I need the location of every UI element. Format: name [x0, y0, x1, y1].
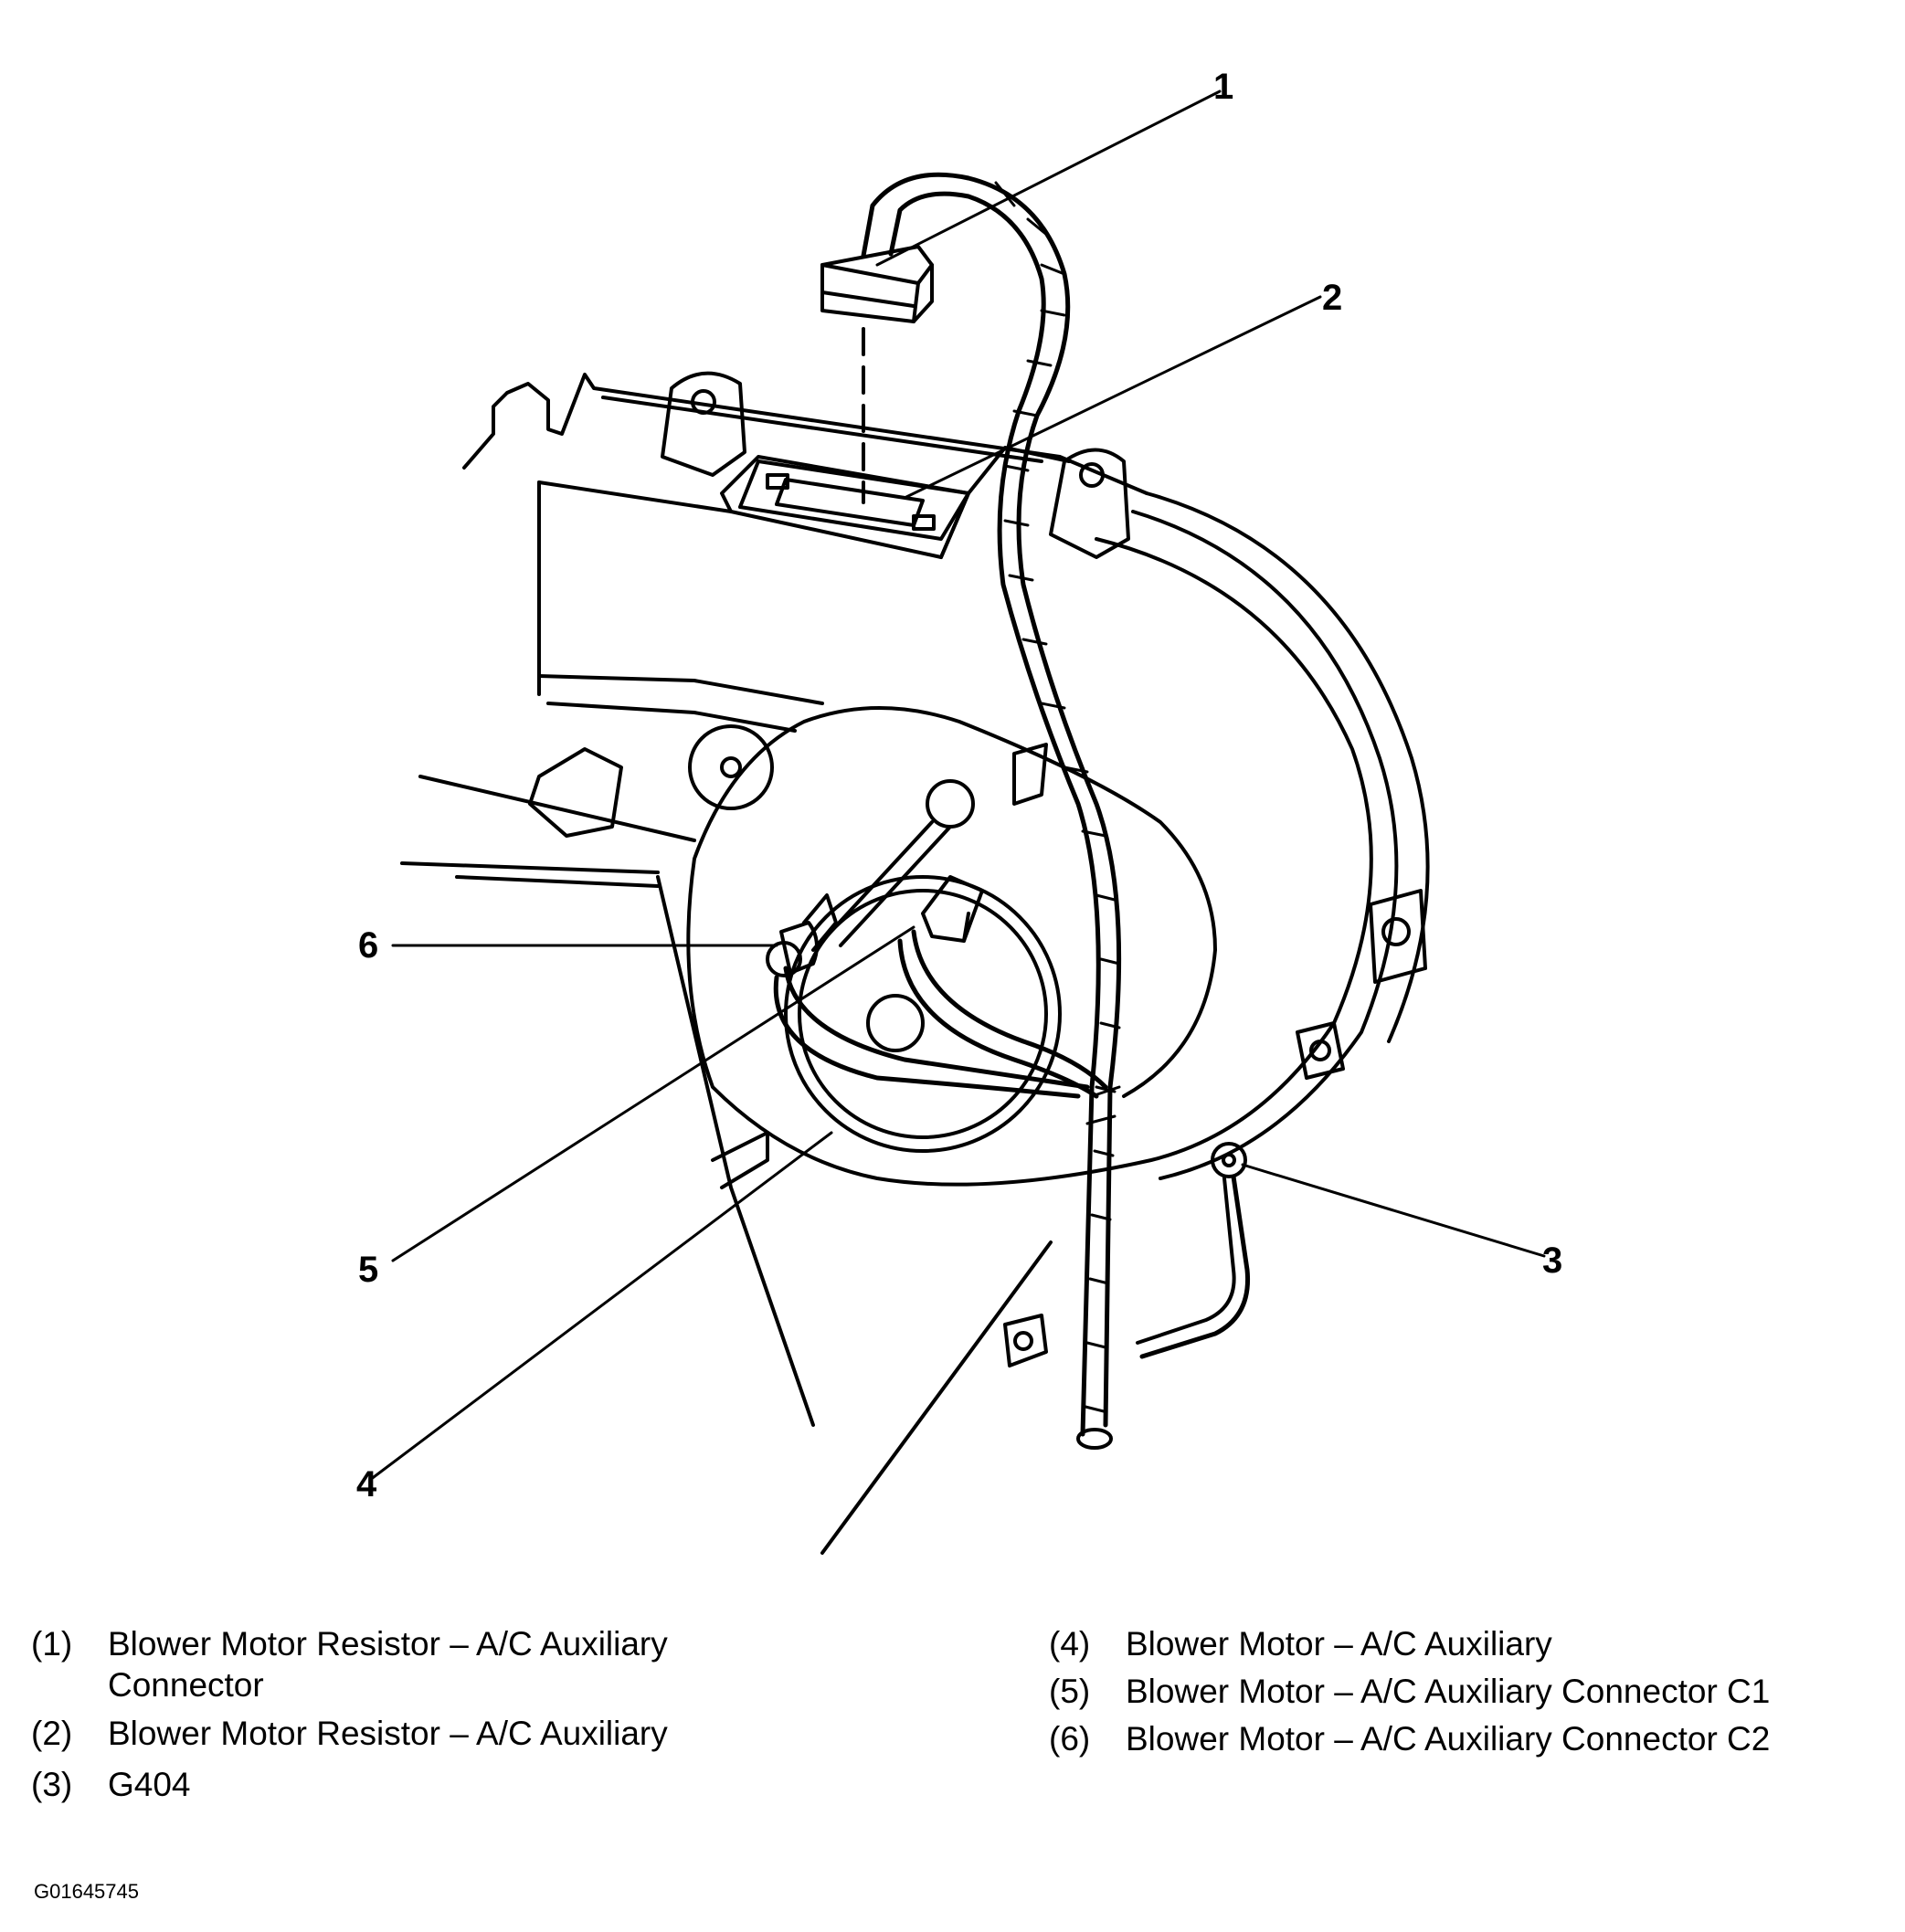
connector-c1 — [897, 875, 1108, 1099]
legend-number: (6) — [1049, 1720, 1091, 1758]
legend-number: (3) — [31, 1766, 73, 1803]
leader-line-5 — [391, 925, 915, 1262]
legend-text: Blower Motor Resistor – A/C Auxiliary — [108, 1715, 668, 1752]
legend-item-1: (1) Blower Motor Resistor – A/C Auxiliar… — [31, 1624, 990, 1716]
lower-flange-tab — [1296, 1021, 1345, 1080]
legend-text: Blower Motor Resistor – A/C Auxiliary — [108, 1625, 668, 1663]
legend-text: Blower Motor – A/C Auxiliary Connector C… — [1126, 1673, 1771, 1710]
harness-wrap — [994, 181, 1121, 1413]
connector-c2 — [766, 893, 1090, 1099]
plenum-housing — [462, 373, 1148, 733]
legend-item-4: (4) Blower Motor – A/C Auxiliary — [1049, 1624, 1899, 1666]
legend-text-continued: Connector — [108, 1666, 264, 1704]
leader-lines — [368, 90, 1546, 1482]
blower-motor-illustration — [368, 90, 1546, 1555]
callout-5: 5 — [358, 1250, 379, 1290]
blower-scroll-housing — [686, 491, 1430, 1187]
leader-line-4 — [368, 1131, 833, 1482]
callout-1: 1 — [1213, 67, 1234, 107]
harness-end — [1076, 1085, 1121, 1450]
side-flange — [1369, 889, 1427, 984]
legend-item-5: (5) Blower Motor – A/C Auxiliary Connect… — [1049, 1672, 1899, 1714]
callout-4: 4 — [356, 1464, 377, 1504]
lower-housing — [656, 875, 1053, 1555]
mounting-tab-right — [1049, 448, 1130, 559]
legend-number: (5) — [1049, 1673, 1091, 1710]
mounting-tab-left — [661, 371, 746, 477]
legend-item-3: (3) G404 — [31, 1765, 990, 1807]
callout-3: 3 — [1542, 1240, 1563, 1281]
pivot-linkage — [400, 724, 774, 888]
resistor-connector — [820, 172, 1122, 1437]
legend-number: (1) — [31, 1625, 73, 1663]
blower-motor — [784, 743, 1062, 1153]
legend-text: Blower Motor – A/C Auxiliary — [1126, 1625, 1552, 1663]
resistor-mount-pad — [738, 459, 970, 541]
legend-item-2: (2) Blower Motor Resistor – A/C Auxiliar… — [31, 1714, 990, 1756]
legend-number: (2) — [31, 1715, 73, 1752]
callout-2: 2 — [1322, 278, 1343, 318]
legend-text: Blower Motor – A/C Auxiliary Connector C… — [1126, 1720, 1771, 1758]
legend-text: G404 — [108, 1766, 191, 1803]
legend-item-6: (6) Blower Motor – A/C Auxiliary Connect… — [1049, 1719, 1899, 1761]
ground-strap-g404 — [1136, 1142, 1251, 1359]
figure-id: G01645745 — [34, 1880, 139, 1903]
leader-line-3 — [1241, 1163, 1546, 1258]
leader-line-1 — [875, 90, 1222, 267]
legend-number: (4) — [1049, 1625, 1091, 1663]
leader-line-2 — [903, 295, 1322, 500]
callout-6: 6 — [358, 925, 379, 966]
